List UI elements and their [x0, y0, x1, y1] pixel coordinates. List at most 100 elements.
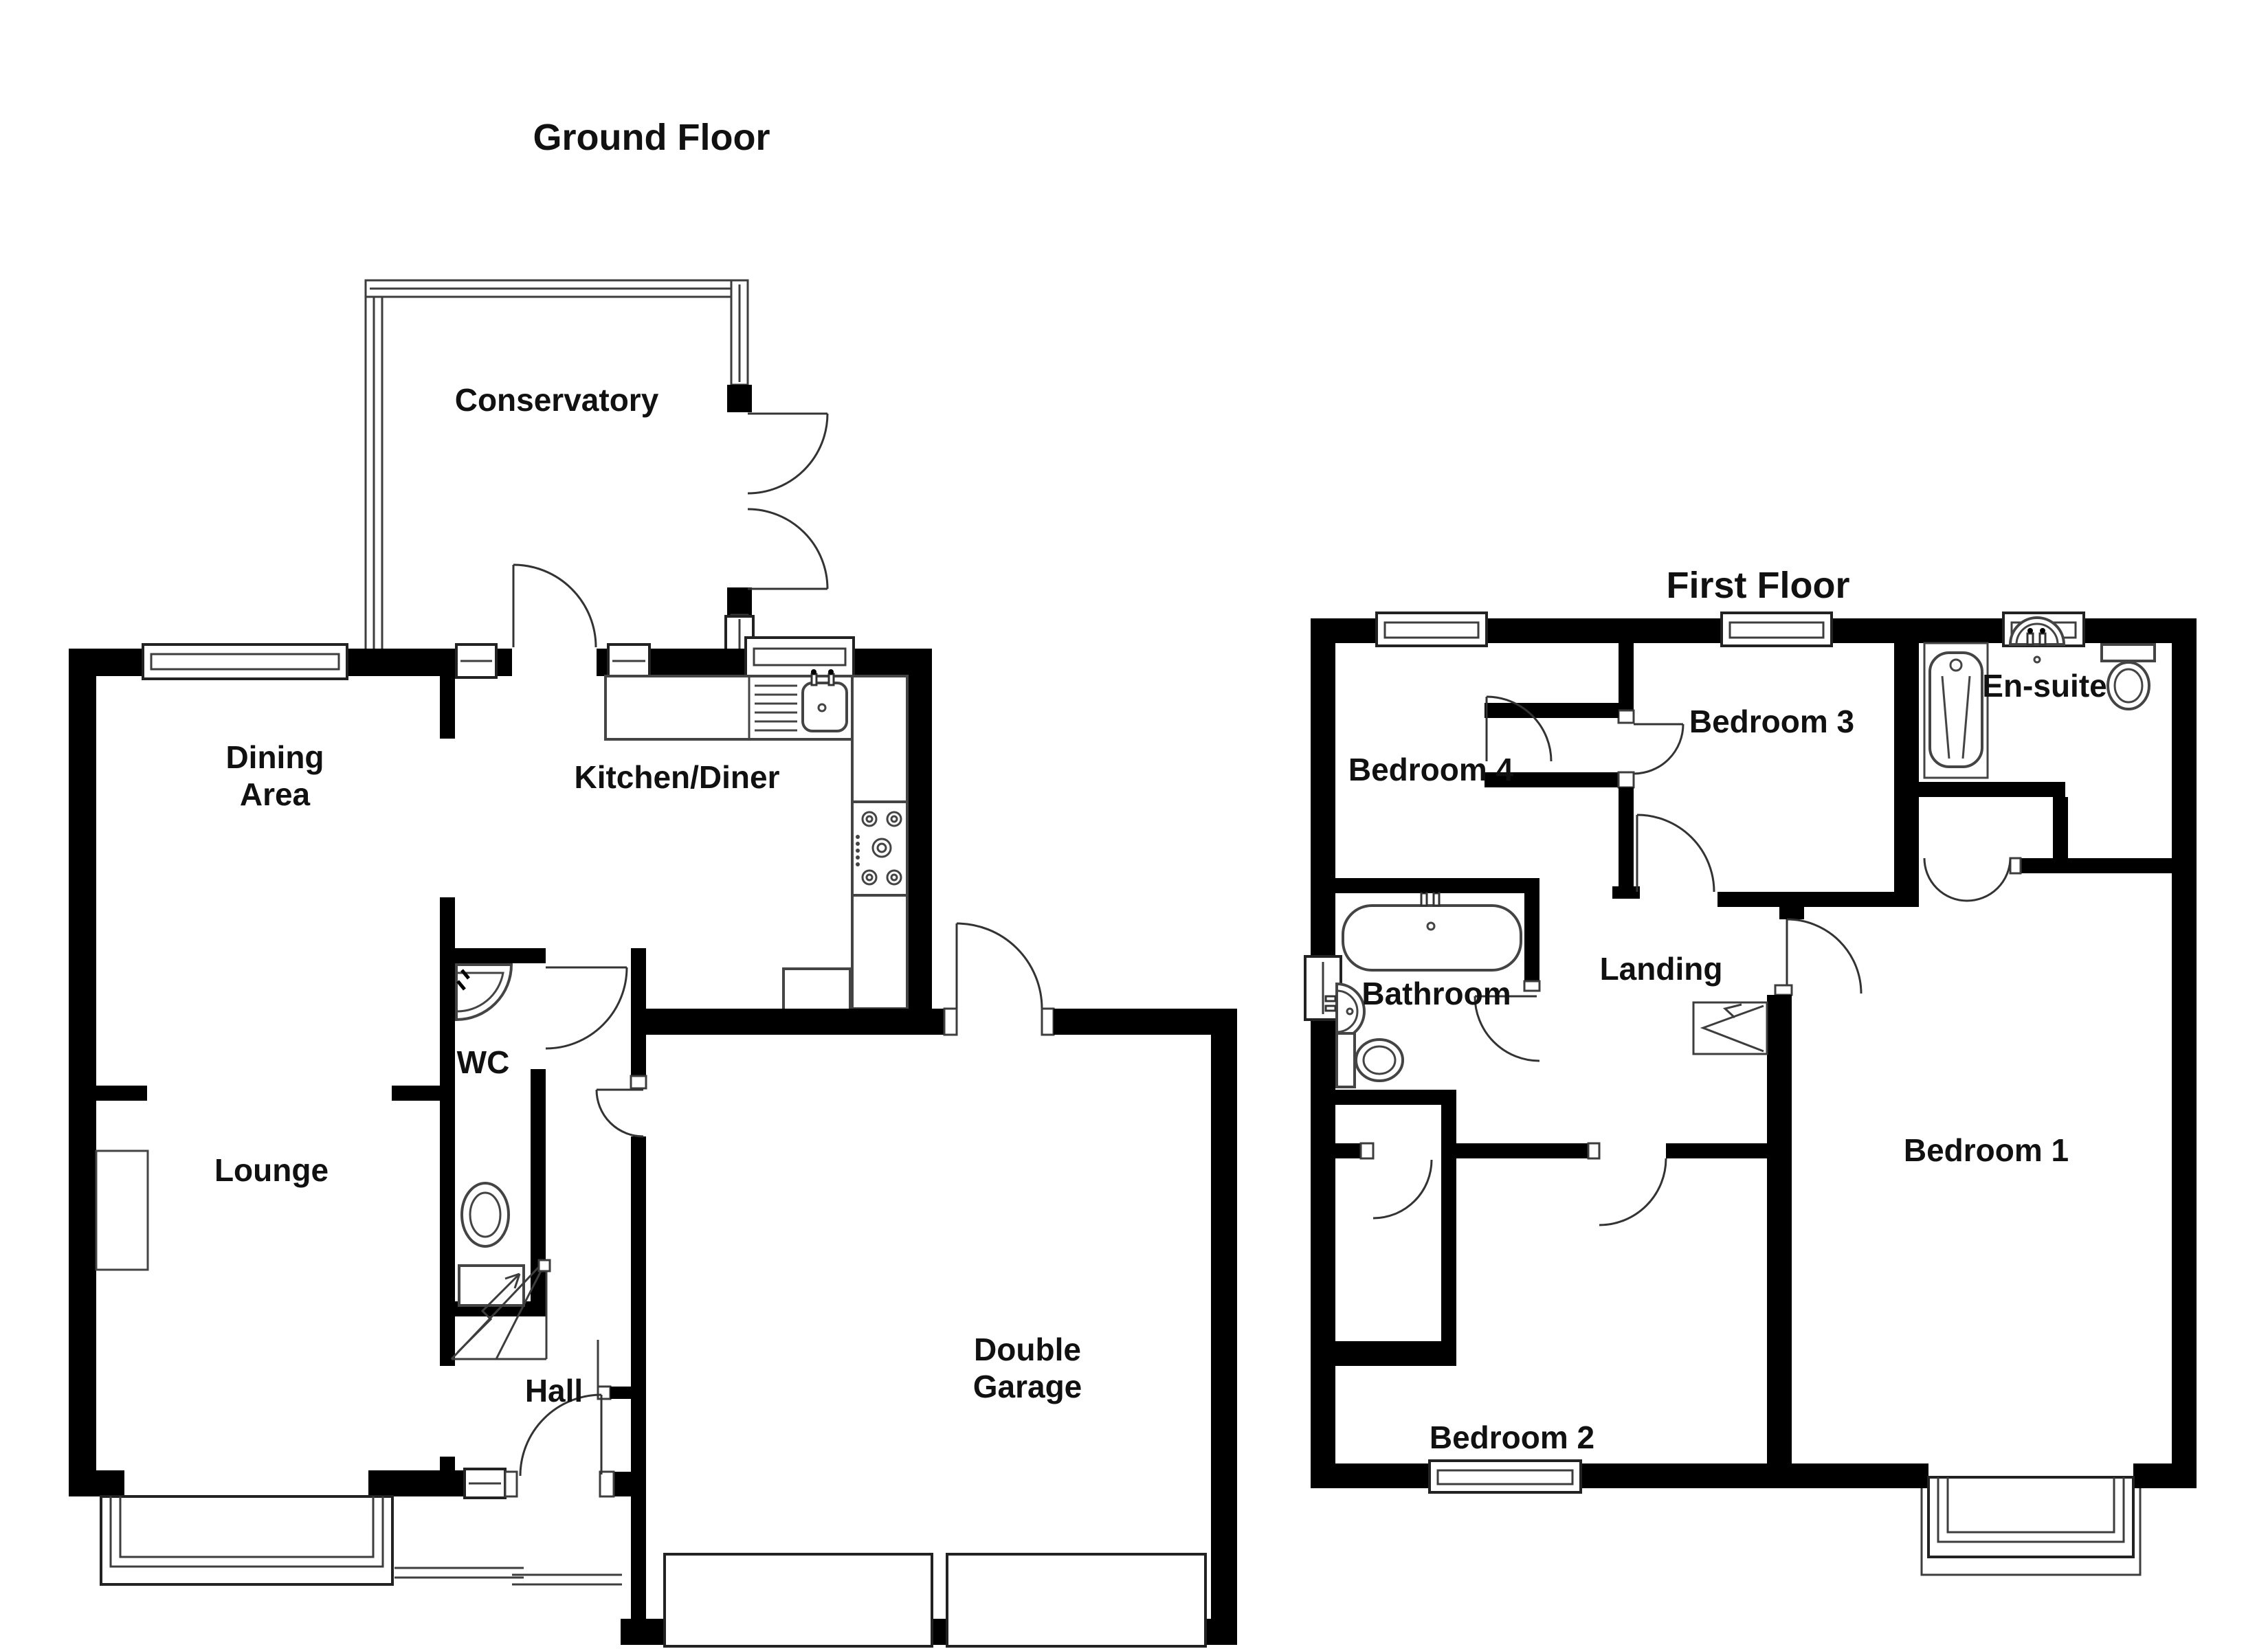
hall-garage-divider-mid	[631, 1136, 646, 1387]
bedroom4-label: Bedroom 4	[1348, 752, 1514, 787]
hall-garage-divider-lower	[631, 1399, 646, 1619]
closet-jamb	[1617, 771, 1635, 789]
ff-top-wall-seg	[1832, 618, 2003, 643]
bathroom-toilet-bowl-inner	[1362, 1045, 1397, 1075]
wc: WC	[455, 963, 628, 1307]
first-floor-windows	[1304, 612, 2085, 1494]
bedroom2-window	[1428, 1459, 1582, 1494]
corridor-west-wall	[440, 897, 455, 1366]
bedroom1-label: Bedroom 1	[1904, 1132, 2069, 1168]
stairwell-arrow-notch	[1722, 1003, 1742, 1019]
cupboard-south-wall	[1335, 1341, 1456, 1366]
garage-door-jamb-right	[1041, 1007, 1055, 1036]
ensuite-basin-dot	[2040, 628, 2045, 633]
bathroom-door-jamb	[1523, 980, 1541, 992]
ground-floor-interior-walls	[96, 676, 647, 1619]
bed1-bay-window	[1927, 1476, 2135, 1558]
wc-basin	[455, 963, 513, 1022]
bedroom3-door-arc	[1636, 814, 1715, 893]
bed1-bay-outer	[1920, 1488, 2142, 1576]
garage-side-door-arc	[956, 922, 1043, 1009]
garage: Double Garage	[621, 922, 1237, 1648]
entrance	[394, 1393, 622, 1586]
conservatory-door-post-bottom	[727, 587, 752, 615]
top-wall-seg	[347, 649, 456, 676]
ff-right-wall	[2172, 618, 2197, 1488]
bed1-south-wall-left	[1767, 1463, 1928, 1488]
dining-label-line2: Area	[240, 776, 311, 812]
hall-label: Hall	[525, 1373, 583, 1409]
landing-label: Landing	[1600, 951, 1723, 987]
bed2-south-wall-left	[1311, 1463, 1430, 1488]
bedroom4-window-inner	[1383, 621, 1480, 639]
ensuite-basin	[2008, 616, 2066, 646]
ground-floor-title: Ground Floor	[533, 117, 770, 158]
sink-drain	[817, 703, 827, 713]
wc-basin-tap	[456, 980, 466, 991]
closet-south-wall	[1485, 772, 1619, 787]
bathroom-basin-tap	[1324, 995, 1337, 1002]
conservatory-door-post-top	[727, 385, 752, 412]
wc-toilet-bowl-inner	[469, 1191, 502, 1238]
bathroom-basin-tap	[1324, 1005, 1337, 1012]
kitchen-window-inner	[753, 647, 847, 666]
bathroom-north-wall	[1335, 878, 1539, 893]
hob-dot	[856, 849, 860, 853]
bed1-south-wall-right	[2133, 1463, 2197, 1488]
shower-line	[1941, 675, 1950, 759]
first-floor-outer-walls	[1311, 618, 2197, 1488]
ground-floor-outer-walls	[69, 649, 944, 1496]
ensuite-label: En-suite	[1982, 668, 2106, 704]
bed2-door-jamb	[1587, 1142, 1601, 1160]
bath-drain	[1426, 921, 1436, 931]
closet-east-wall	[1619, 787, 1634, 886]
sink-tap-dot	[811, 669, 816, 675]
french-door-arc-bottom	[747, 508, 829, 590]
cupboard-north-jamb	[1359, 1142, 1375, 1160]
closet-east-wall-foot	[1612, 886, 1640, 899]
hall-garage-divider-upper	[631, 948, 646, 1076]
hob-dot	[856, 862, 860, 866]
lounge-bay-inner	[109, 1496, 384, 1568]
wc-label: WC	[457, 1044, 510, 1080]
garage-label-line1: Double	[974, 1332, 1081, 1367]
sink-tap	[810, 673, 818, 686]
conservatory-label: Conservatory	[455, 382, 659, 418]
bed3-south-wall	[1717, 892, 1919, 907]
hob	[851, 800, 909, 897]
bed1-bay-innermost	[1946, 1477, 2115, 1534]
wardrobe-door-arc-right	[1966, 857, 2012, 902]
bed4-bed3-divider	[1619, 643, 1634, 710]
wardrobe-south-wall	[2021, 858, 2172, 873]
lounge-bay-window	[100, 1495, 394, 1586]
wc-basin-tap	[460, 969, 470, 980]
sink-tap	[827, 673, 835, 686]
hob-burner	[890, 815, 898, 823]
hob-burner	[871, 838, 892, 858]
ensuite-step-wall	[2053, 797, 2068, 858]
lounge-features	[95, 1149, 407, 1586]
kitchen-label: Kitchen/Diner	[574, 759, 779, 795]
bathroom-south-wall	[1335, 1090, 1441, 1105]
sink-tap-dot	[828, 669, 834, 675]
cupboard-north-wall	[1335, 1143, 1361, 1158]
ensuite-bath-enclosure	[1923, 642, 1989, 779]
hall-jamb	[597, 1385, 612, 1400]
bed1-bay	[1920, 1476, 2142, 1576]
bathroom: Bathroom	[1324, 878, 1541, 1105]
front-door-jamb-left	[504, 1470, 518, 1498]
wc-north-wall	[455, 948, 546, 963]
lounge-label: Lounge	[214, 1152, 329, 1188]
lounge-bay-innermost	[119, 1496, 375, 1558]
ff-left-wall-upper	[1311, 618, 1335, 956]
stairwell-outline	[1692, 1001, 1768, 1055]
fireplace	[95, 1149, 149, 1271]
kitchen-fixtures	[604, 669, 909, 1035]
front-door-arc	[519, 1393, 602, 1477]
stair-newel	[537, 1259, 551, 1272]
bed4-bed3-partitions	[1485, 643, 1919, 907]
bedroom2-label: Bedroom 2	[1430, 1420, 1594, 1455]
ensuite: En-suite	[1894, 616, 2172, 907]
divider-jamb-top	[1617, 709, 1635, 724]
